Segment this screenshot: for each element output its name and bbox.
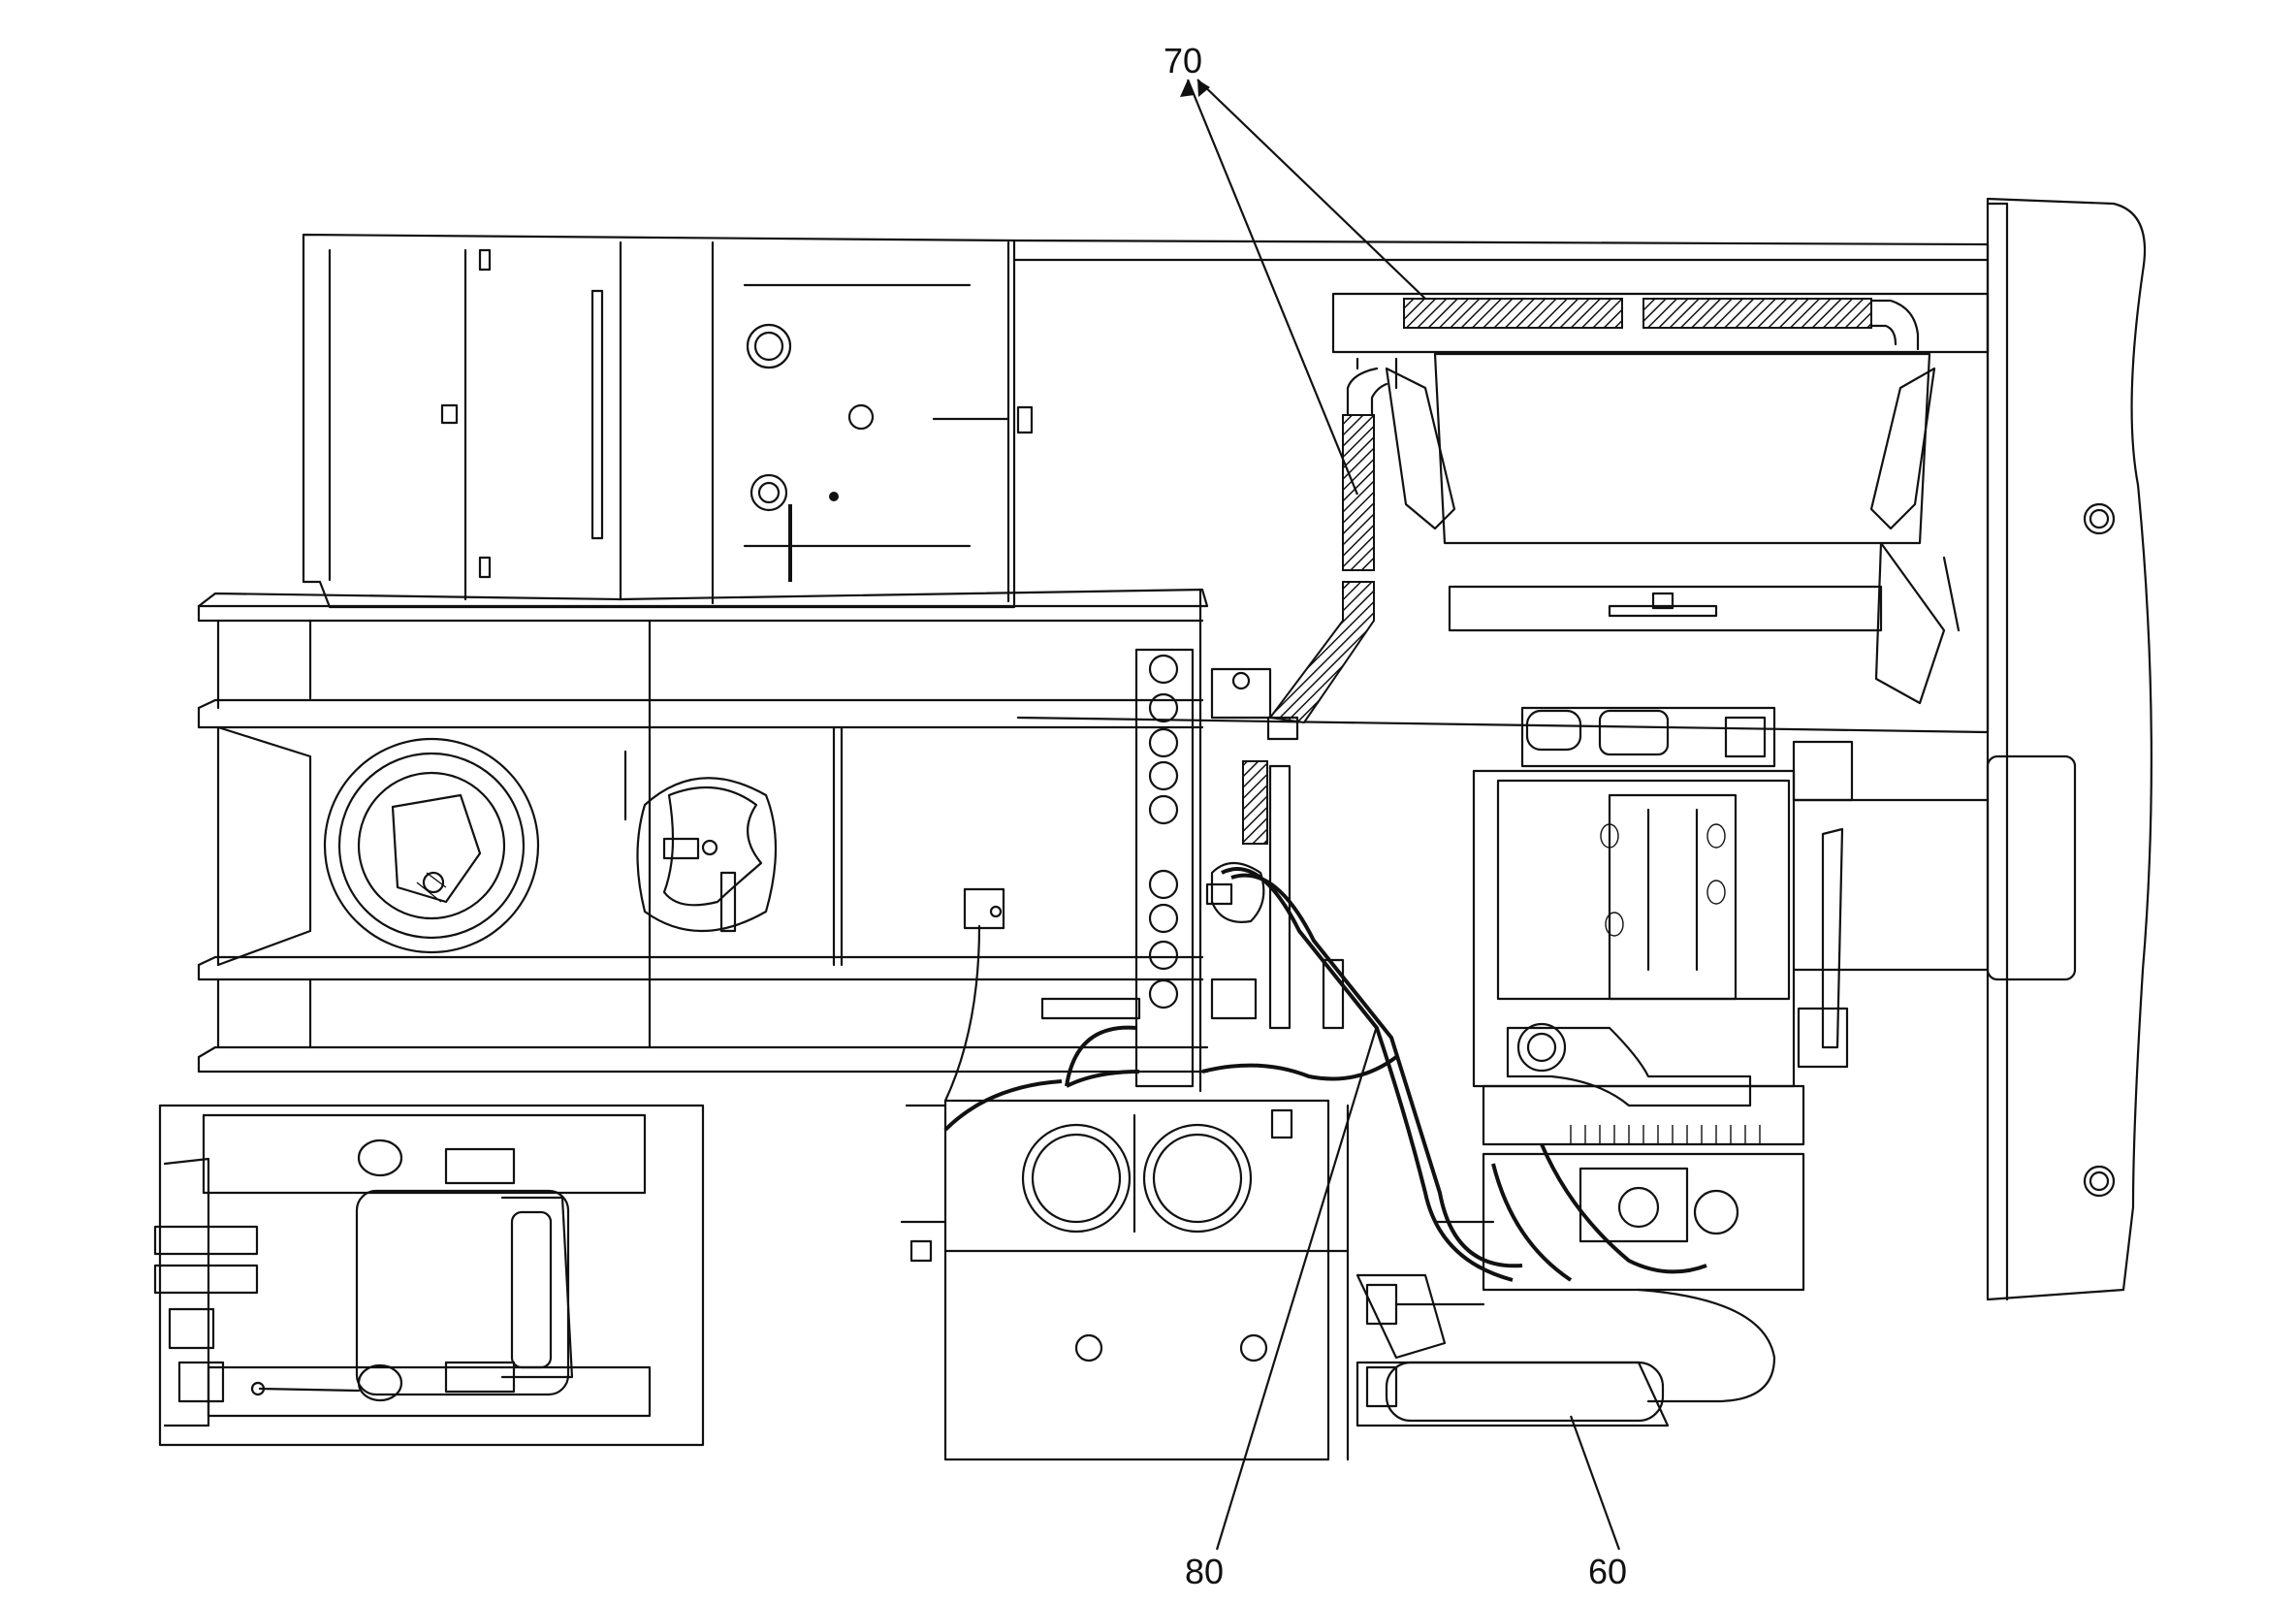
hydraulic-tank [900,1099,1350,1461]
operator-station [153,1104,705,1447]
engine-block [1433,706,1990,1292]
callout-60-label: 60 [1588,1552,1627,1591]
main-frame [197,588,1209,1074]
pump-assembly [1355,1273,1776,1427]
callout-60: 60 [1569,1415,1627,1591]
valve-bank [943,588,1345,1103]
counterweight [1986,197,2152,1301]
upper-left-housing [302,233,1034,609]
hose-set-70 [1242,298,1920,845]
callout-70: 70 [1164,41,1426,496]
callout-80-label: 80 [1185,1552,1224,1591]
callout-70-label: 70 [1164,41,1202,80]
radiator-housing [1012,239,1990,734]
slew-ring-assembly [323,737,778,954]
callout-80: 80 [1185,1025,1379,1591]
